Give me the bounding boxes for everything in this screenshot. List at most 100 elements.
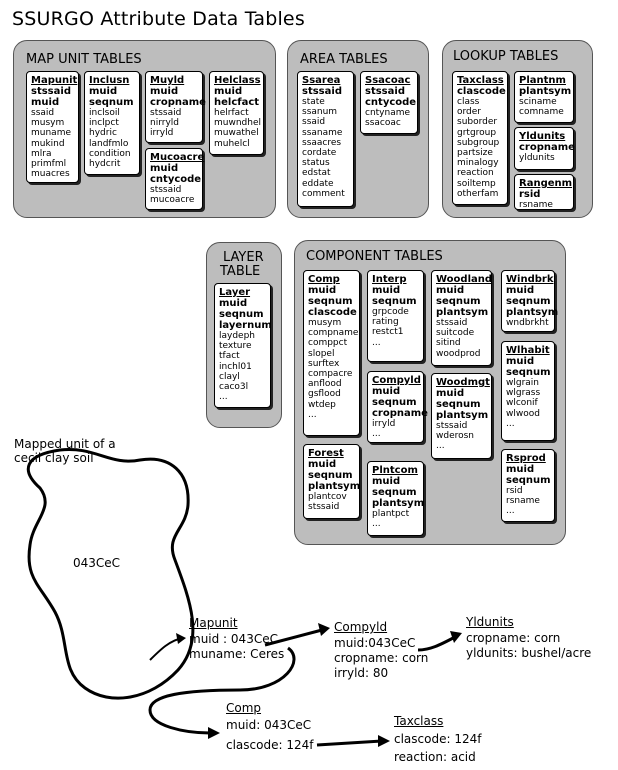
table-field: rating [372,317,399,328]
table-field: reaction [457,168,494,179]
table-name: Layer [219,287,251,298]
table-field: mlra [31,148,52,159]
arrowhead [378,735,390,747]
example-yldunits-line: cropname: corn [466,631,561,645]
table-key-field: muid [506,464,535,475]
table-key-field: muid [308,285,337,296]
table-key-field: layernum [219,320,272,331]
table-key-field: seqnum [436,399,481,410]
table-field: grtgroup [457,127,497,138]
table-name: Woodmgt [436,377,490,388]
table-key-field: plantsym [506,307,559,318]
table-field: plantcov [308,492,347,502]
table-key-field: cropname [519,142,575,153]
table-field: inclpct [89,118,119,129]
table-name: Muyld [150,75,185,86]
table-field: irryld [150,128,174,139]
table-key-field: muid [89,86,118,97]
table-field: wderosn [436,431,475,442]
table-field: muhelcl [214,138,250,149]
table-key-field: seqnum [89,97,134,108]
table-field: edstat [302,168,331,179]
table-name: Plntcom [372,465,418,476]
table-key-field: seqnum [372,296,417,307]
table-field: rsname [519,200,553,210]
table-name: Rangenm [519,178,573,189]
table-key-field: cropname [150,97,206,108]
table-name: Compyld [372,375,421,386]
table-field: landfmlo [89,138,129,149]
table-key-field: muid [436,388,465,399]
table-field: muname [31,128,71,139]
table-field: sitind [436,338,461,349]
table-key-field: seqnum [506,367,551,378]
table-field: plantpct [372,509,410,519]
table-field: irryld [372,419,396,429]
table-name: Ssarea [302,75,341,86]
table-key-field: plantsym [519,86,572,97]
group-title: AREA TABLES [300,52,388,67]
table-key-field: clascode [308,307,357,318]
table-field: ... [219,392,228,403]
table-field: muwathel [214,128,259,139]
table-field: wlwood [506,408,540,419]
example-comp-line: clascode: 124f [226,738,314,752]
table-field: partsize [457,148,493,159]
table-key-field: muid [436,285,465,296]
table-key-field: muid [219,298,248,309]
table-field: muacres [31,169,70,180]
table-field: ... [506,418,515,429]
table-field: stssaid [150,185,182,195]
table-field: compname [308,328,359,339]
table-name: Mapunit [31,75,78,86]
table-key-field: plantsym [308,481,361,492]
table-field: wlconif [506,398,538,409]
table-name: Mucoacre [150,152,205,163]
table-field: grpcode [372,307,409,317]
table-key-field: muid [150,86,179,97]
table-key-field: seqnum [372,487,417,498]
table-field: stssaid [308,502,340,513]
table-key-field: plantsym [436,410,489,421]
table-field: ssaacres [302,137,342,148]
table-field: ... [436,441,445,452]
table-field: texture [219,341,252,352]
arrow-comp-to-taxclass [316,739,383,747]
table-field: inchl01 [219,361,252,372]
arrow-mapunit-to-compyld [264,628,323,647]
example-compyld-title: Compyld [334,620,388,634]
table-field: sciname [519,97,557,107]
table-name: Plantnm [519,75,566,86]
table-name: Woodland [436,274,493,285]
table-field: condition [89,148,131,159]
table-key-field: plantsym [372,498,425,509]
example-compyld-line: muid:043CeC [334,636,416,650]
table-key-field: cropname [372,408,428,419]
table-field: stssaid [436,318,468,328]
mapped-unit-outline [27,447,195,700]
table-field: surftex [308,358,340,369]
table-name: Inclusn [89,75,130,86]
table-name: Helclass [214,75,261,86]
table-key-field: stssaid [302,86,342,97]
table-key-field: muid [214,86,243,97]
table-field: helrfact [214,108,249,118]
table-field: suborder [457,117,498,128]
table-field: nirryld [150,118,179,129]
group-title: LOOKUP TABLES [453,49,559,64]
page-title: SSURGO Attribute Data Tables [12,8,305,30]
table-field: gsflood [308,389,341,400]
table-field: class [457,97,480,107]
group-title: COMPONENT TABLES [306,249,443,264]
